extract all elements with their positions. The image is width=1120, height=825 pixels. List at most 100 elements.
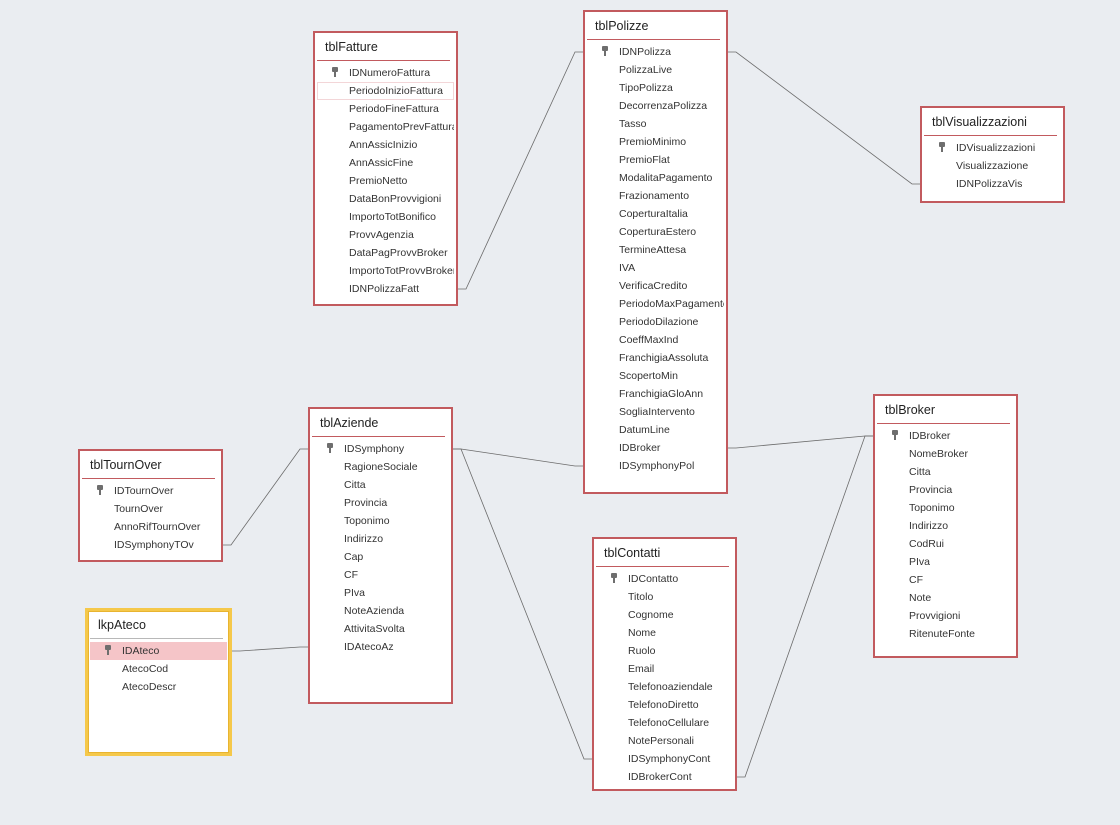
field-row[interactable]: NomeBroker bbox=[877, 445, 1014, 463]
field-row[interactable]: Citta bbox=[877, 463, 1014, 481]
field-row[interactable]: RagioneSociale bbox=[312, 458, 449, 476]
field-row[interactable]: Note bbox=[877, 589, 1014, 607]
field-row[interactable]: PeriodoDilazione bbox=[587, 313, 724, 331]
field-row[interactable]: CoperturaItalia bbox=[587, 205, 724, 223]
field-row[interactable]: ModalitaPagamento bbox=[587, 169, 724, 187]
field-row[interactable]: IDSymphonyPol bbox=[587, 457, 724, 475]
field-row[interactable]: PeriodoInizioFattura bbox=[317, 82, 454, 100]
field-row[interactable]: NotePersonali bbox=[596, 732, 733, 750]
field-row[interactable]: NoteAzienda bbox=[312, 602, 449, 620]
field-row[interactable]: TipoPolizza bbox=[587, 79, 724, 97]
field-row[interactable]: PremioMinimo bbox=[587, 133, 724, 151]
field-row[interactable]: PagamentoPrevFattura bbox=[317, 118, 454, 136]
field-row[interactable]: AnnoRifTournOver bbox=[82, 518, 219, 536]
field-row[interactable]: PIva bbox=[877, 553, 1014, 571]
field-row[interactable]: AtecoCod bbox=[90, 660, 227, 678]
field-row[interactable]: IDBroker bbox=[877, 427, 1014, 445]
field-row[interactable]: CoeffMaxInd bbox=[587, 331, 724, 349]
field-row[interactable]: FranchigiaGloAnn bbox=[587, 385, 724, 403]
field-row[interactable]: Tasso bbox=[587, 115, 724, 133]
field-row[interactable]: DecorrenzaPolizza bbox=[587, 97, 724, 115]
field-row[interactable]: TelefonoDiretto bbox=[596, 696, 733, 714]
field-row[interactable]: IDTournOver bbox=[82, 482, 219, 500]
field-row[interactable]: IDBroker bbox=[587, 439, 724, 457]
field-row[interactable]: ImportoTotProvvBroker bbox=[317, 262, 454, 280]
table-title[interactable]: tblContatti bbox=[596, 539, 729, 567]
table-title[interactable]: tblAziende bbox=[312, 409, 445, 437]
field-row[interactable]: Indirizzo bbox=[312, 530, 449, 548]
field-row[interactable]: Titolo bbox=[596, 588, 733, 606]
field-row[interactable]: Provincia bbox=[312, 494, 449, 512]
field-row[interactable]: IDBrokerCont bbox=[596, 768, 733, 786]
field-row[interactable]: AttivitaSvolta bbox=[312, 620, 449, 638]
field-row[interactable]: Provincia bbox=[877, 481, 1014, 499]
table-title[interactable]: lkpAteco bbox=[90, 611, 223, 639]
field-row[interactable]: Telefonoaziendale bbox=[596, 678, 733, 696]
relationship-line[interactable] bbox=[458, 51, 583, 290]
field-row[interactable]: DatumLine bbox=[587, 421, 724, 439]
field-row[interactable]: TournOver bbox=[82, 500, 219, 518]
relationship-line[interactable] bbox=[223, 448, 308, 546]
field-row[interactable]: DataBonProvvigioni bbox=[317, 190, 454, 208]
field-row[interactable]: CF bbox=[877, 571, 1014, 589]
field-row[interactable]: TermineAttesa bbox=[587, 241, 724, 259]
field-row[interactable]: Toponimo bbox=[877, 499, 1014, 517]
table-title[interactable]: tblPolizze bbox=[587, 12, 720, 40]
field-row[interactable]: Cap bbox=[312, 548, 449, 566]
field-row[interactable]: PeriodoMaxPagamento bbox=[587, 295, 724, 313]
field-row[interactable]: IDAtecoAz bbox=[312, 638, 449, 656]
field-row[interactable]: IDVisualizzazioni bbox=[924, 139, 1061, 157]
field-row[interactable]: Email bbox=[596, 660, 733, 678]
table-title[interactable]: tblFatture bbox=[317, 33, 450, 61]
relationship-line[interactable] bbox=[737, 435, 873, 778]
field-row[interactable]: ScopertoMin bbox=[587, 367, 724, 385]
relationship-line[interactable] bbox=[232, 646, 308, 652]
field-row[interactable]: Frazionamento bbox=[587, 187, 724, 205]
field-row[interactable]: PeriodoFineFattura bbox=[317, 100, 454, 118]
field-row[interactable]: Citta bbox=[312, 476, 449, 494]
field-row[interactable]: ImportoTotBonifico bbox=[317, 208, 454, 226]
field-row[interactable]: Indirizzo bbox=[877, 517, 1014, 535]
field-row[interactable]: ProvvAgenzia bbox=[317, 226, 454, 244]
field-row[interactable]: SogliaIntervento bbox=[587, 403, 724, 421]
field-row[interactable]: DataPagProvvBroker bbox=[317, 244, 454, 262]
field-row[interactable]: IDNPolizzaFatt bbox=[317, 280, 454, 298]
field-row[interactable]: PolizzaLive bbox=[587, 61, 724, 79]
field-row[interactable]: AnnAssicFine bbox=[317, 154, 454, 172]
field-row[interactable]: CodRui bbox=[877, 535, 1014, 553]
relationship-line[interactable] bbox=[728, 51, 920, 185]
field-row[interactable]: AtecoDescr bbox=[90, 678, 227, 696]
field-row[interactable]: TelefonoCellulare bbox=[596, 714, 733, 732]
field-row[interactable]: CoperturaEstero bbox=[587, 223, 724, 241]
field-row[interactable]: Provvigioni bbox=[877, 607, 1014, 625]
field-row[interactable]: RitenuteFonte bbox=[877, 625, 1014, 643]
field-row[interactable]: VerificaCredito bbox=[587, 277, 724, 295]
field-row[interactable]: PremioNetto bbox=[317, 172, 454, 190]
relationship-line[interactable] bbox=[453, 448, 592, 760]
field-row[interactable]: IDSymphony bbox=[312, 440, 449, 458]
field-row[interactable]: Nome bbox=[596, 624, 733, 642]
table-title[interactable]: tblVisualizzazioni bbox=[924, 108, 1057, 136]
field-row[interactable]: IVA bbox=[587, 259, 724, 277]
field-row[interactable]: IDNumeroFattura bbox=[317, 64, 454, 82]
field-row[interactable]: PremioFlat bbox=[587, 151, 724, 169]
field-row[interactable]: IDSymphonyCont bbox=[596, 750, 733, 768]
field-row[interactable]: IDNPolizza bbox=[587, 43, 724, 61]
table-title[interactable]: tblTournOver bbox=[82, 451, 215, 479]
field-row[interactable]: IDNPolizzaVis bbox=[924, 175, 1061, 193]
field-row[interactable]: CF bbox=[312, 566, 449, 584]
field-row[interactable]: IDSymphonyTOv bbox=[82, 536, 219, 554]
field-row[interactable]: AnnAssicInizio bbox=[317, 136, 454, 154]
field-row[interactable]: Ruolo bbox=[596, 642, 733, 660]
field-row[interactable]: IDAteco bbox=[90, 642, 227, 660]
field-row[interactable]: IDContatto bbox=[596, 570, 733, 588]
field-row[interactable]: FranchigiaAssoluta bbox=[587, 349, 724, 367]
